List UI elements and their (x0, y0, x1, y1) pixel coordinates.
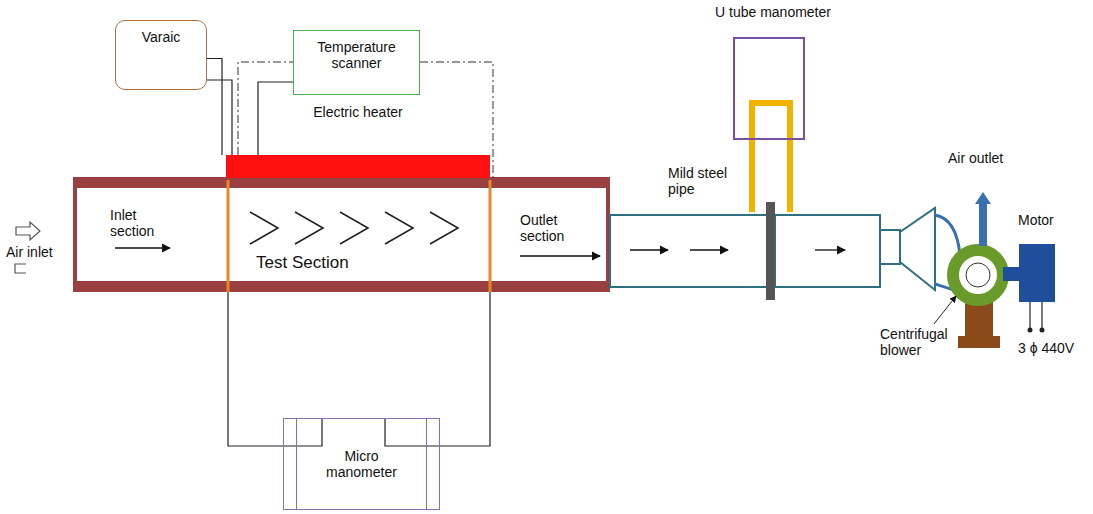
pipe (775, 215, 880, 287)
node-label: Electric heater (313, 104, 402, 120)
leader-line (934, 296, 956, 324)
outlet-duct (979, 202, 987, 246)
part-label: Test Section (256, 253, 349, 273)
part-label: Outlet section (520, 212, 582, 244)
manometer-box: U tube manometer (700, 4, 846, 140)
flow-arrow (115, 247, 170, 248)
flow-chevron (340, 212, 368, 244)
flow-chevron (430, 212, 458, 244)
node-label: U tube manometer (715, 4, 831, 20)
part-label: Centrifugal blower (880, 326, 958, 358)
duct-top-wall (73, 177, 610, 188)
part-label: Inlet section (110, 207, 170, 239)
pipe-connector (880, 230, 900, 264)
pressure-tap (489, 180, 492, 292)
manometer-box: Micro manometer (283, 418, 440, 510)
motor-terminal (1029, 302, 1030, 328)
controller-box: Varaic (115, 20, 207, 90)
motor-terminal (1041, 302, 1042, 328)
thermocouple-wire (258, 82, 293, 155)
node-label: Micro manometer (317, 448, 407, 480)
flow-arrow (690, 249, 728, 250)
blower-stand (965, 301, 993, 339)
manometer-line (385, 292, 490, 446)
part-label: Mild steel pipe (668, 165, 740, 197)
part-label: Air inlet (6, 244, 53, 260)
motor-symbol (1019, 244, 1055, 302)
flow-chevron (385, 212, 413, 244)
part-label: 3 ϕ 440V (1018, 340, 1074, 356)
diffuser (900, 208, 935, 290)
manometer-line (228, 292, 322, 446)
orifice-plate (766, 202, 775, 300)
manometer-panel-line (296, 419, 297, 509)
motor-shaft (1003, 267, 1019, 281)
pipe (610, 215, 767, 287)
heater-element (226, 155, 490, 178)
blower-inlet (935, 215, 960, 255)
flow-arrow (630, 249, 668, 250)
heater-bar: Electric heater (226, 104, 490, 178)
heater-wire (207, 80, 232, 155)
inlet-symbol (15, 264, 26, 273)
inlet-arrow (16, 222, 40, 240)
flow-chevron (295, 212, 323, 244)
manometer-frame (733, 37, 805, 140)
power-wire (207, 59, 222, 156)
part-label: Motor (1018, 212, 1054, 228)
flow-chevrons (250, 212, 458, 244)
terminal-dot (1040, 328, 1045, 333)
flow-chevron (250, 212, 278, 244)
duct-left-end (73, 177, 77, 292)
pressure-tap (227, 180, 230, 292)
u-tube (752, 103, 790, 212)
flow-arrow (520, 255, 600, 256)
part-label: Air outlet (948, 150, 1003, 166)
duct-bottom-wall (73, 281, 610, 292)
node-label: Varaic (142, 29, 181, 45)
centrifugal-blower (953, 250, 1003, 300)
outlet-arrow (975, 192, 991, 204)
scanner-box: Temperature scanner (293, 30, 420, 95)
blower-eye (966, 263, 990, 287)
manometer-panel-line (426, 419, 427, 509)
terminal-dot (1028, 328, 1033, 333)
node-label: Temperature scanner (307, 39, 407, 71)
flow-arrow (815, 249, 845, 250)
blower-base (958, 336, 1000, 348)
